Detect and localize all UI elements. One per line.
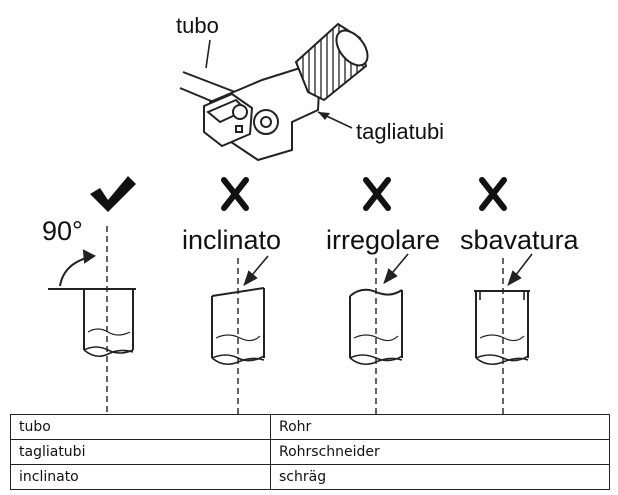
- table-row: tagliatubi Rohrschneider: [10, 439, 610, 465]
- cutter-label: tagliatubi: [356, 119, 444, 144]
- cutter-arrowhead: [318, 112, 330, 120]
- inclined-label: inclinato: [182, 225, 281, 255]
- tube-leader: [205, 39, 211, 69]
- pipe-burr-cut: [474, 253, 533, 414]
- check-mark-icon: [90, 176, 136, 212]
- tube-label: tubo: [176, 13, 219, 38]
- german-term: Rohr: [270, 414, 610, 440]
- table-row: inclinato schräg: [10, 464, 610, 490]
- burr-label: sbavatura: [460, 225, 580, 255]
- cross-mark-icon: [479, 177, 507, 211]
- angle-label: 90°: [42, 216, 83, 246]
- irregular-label: irregolare: [326, 225, 440, 255]
- italian-term: tubo: [10, 414, 271, 440]
- german-term: schräg: [270, 464, 610, 490]
- cross-mark-icon: [221, 177, 249, 211]
- german-term: Rohrschneider: [270, 439, 610, 465]
- pipe-irregular-cut: [349, 253, 409, 414]
- pipe-correct-cut: [48, 226, 136, 414]
- italian-term: tagliatubi: [10, 439, 271, 465]
- pipe-cutter-illustration: [179, 22, 369, 162]
- cross-mark-icon: [363, 177, 391, 211]
- glossary-table: tubo Rohr tagliatubi Rohrschneider incli…: [10, 414, 610, 490]
- table-row: tubo Rohr: [10, 414, 610, 440]
- pipe-inclined-cut: [211, 255, 269, 414]
- italian-term: inclinato: [10, 464, 271, 490]
